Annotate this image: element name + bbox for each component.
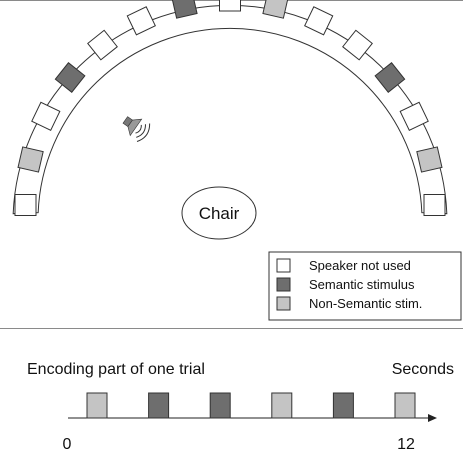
legend-box	[268, 251, 462, 321]
speaker-nonsemantic	[416, 146, 443, 173]
speaker-semantic	[54, 62, 86, 93]
legend-label-unused: Speaker not used	[309, 258, 411, 273]
legend-label-nonsemantic: Non-Semantic stim.	[309, 296, 422, 311]
speaker-nonsemantic	[17, 146, 44, 173]
speaker-unused	[399, 101, 429, 131]
speaker-semantic	[374, 62, 406, 93]
chair-ellipse	[181, 186, 257, 240]
speaker-unused	[423, 194, 446, 216]
timeline-block-semantic	[209, 392, 231, 419]
legend-swatch-nonsemantic	[276, 296, 291, 311]
speaker-array	[14, 0, 446, 216]
timeline-block-semantic	[148, 392, 170, 419]
timeline-end-label: 12	[397, 436, 415, 453]
speaker-unused	[304, 6, 334, 36]
speaker-unused	[219, 0, 241, 12]
legend-swatch-semantic	[276, 277, 291, 292]
timeline-block-nonsemantic	[86, 392, 108, 419]
speaker-unused	[31, 101, 61, 131]
timeline-start-label: 0	[63, 436, 72, 453]
speaker-semantic	[171, 0, 198, 19]
timeline-blocks	[86, 392, 416, 419]
timeline-block-nonsemantic	[394, 392, 416, 419]
speaker-arc	[12, 4, 448, 215]
timeline-block-nonsemantic	[271, 392, 293, 419]
legend: Speaker not used Semantic stimulus Non-S…	[268, 251, 462, 321]
legend-label-semantic: Semantic stimulus	[309, 277, 415, 292]
loudspeaker-icon	[122, 116, 151, 142]
speaker-nonsemantic	[262, 0, 289, 19]
timeline-unit-label: Seconds	[392, 361, 454, 378]
speaker-unused	[87, 29, 118, 61]
timeline-title: Encoding part of one trial	[27, 361, 205, 378]
legend-swatch-unused	[276, 258, 291, 273]
timeline-arrowhead	[428, 414, 437, 422]
timeline-block-semantic	[332, 392, 354, 419]
chair-label: Chair	[199, 204, 240, 223]
speaker-unused	[14, 194, 37, 216]
speaker-unused	[342, 29, 373, 61]
speaker-unused	[126, 6, 156, 36]
